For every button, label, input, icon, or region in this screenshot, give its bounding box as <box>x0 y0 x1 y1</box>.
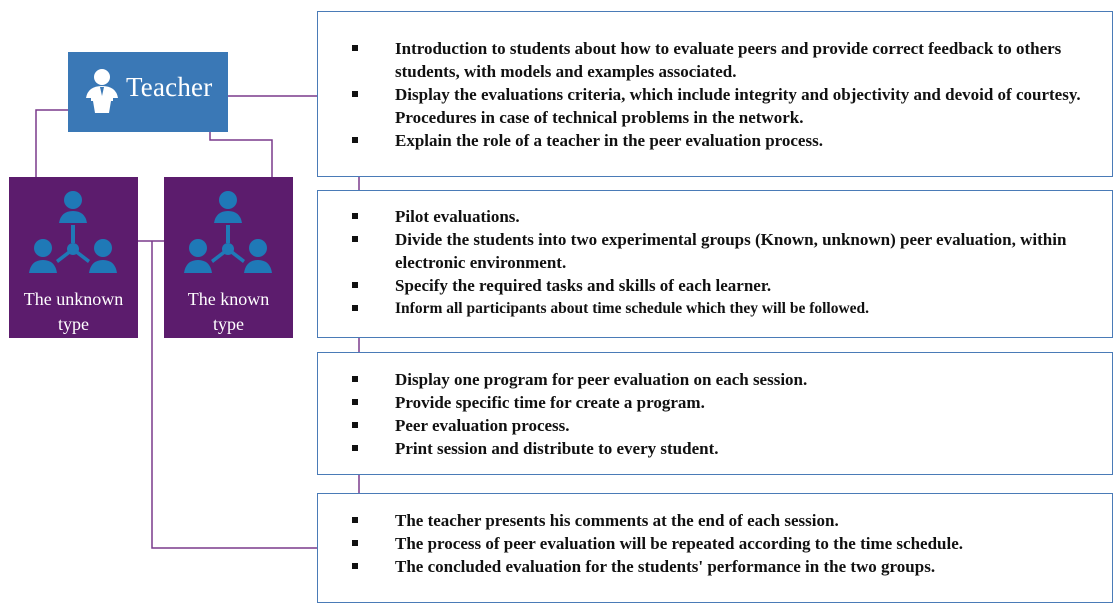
list-item: The teacher presents his comments at the… <box>318 509 1112 532</box>
student-group-icon <box>184 191 272 273</box>
bullet-icon <box>352 91 358 97</box>
bullet-icon <box>352 236 358 242</box>
bullet-icon <box>352 45 358 51</box>
step-box-introduction: Introduction to students about how to ev… <box>317 11 1113 177</box>
list-item: Pilot evaluations. <box>318 205 1112 228</box>
bullet-icon <box>352 137 358 143</box>
teacher-node: Teacher <box>68 52 228 132</box>
bullet-icon <box>352 445 358 451</box>
list-item: Introduction to students about how to ev… <box>318 37 1112 83</box>
student-group-icon <box>29 191 117 273</box>
bullet-icon <box>352 422 358 428</box>
list-item: The process of peer evaluation will be r… <box>318 532 1112 555</box>
list-item: Specify the required tasks and skills of… <box>318 274 1112 297</box>
bullet-icon <box>352 540 358 546</box>
bullet-icon <box>352 376 358 382</box>
known-type-label: The known type <box>187 289 270 334</box>
unknown-type-group-node: The unknown type <box>9 177 138 338</box>
list-item: Display one program for peer evaluation … <box>318 368 1112 391</box>
unknown-type-label: The unknown type <box>23 289 124 334</box>
list-item: Inform all participants about time sched… <box>318 297 1112 320</box>
list-item: Peer evaluation process. <box>318 414 1112 437</box>
step-box-sessions: Display one program for peer evaluation … <box>317 352 1113 475</box>
step-box-conclusion: The teacher presents his comments at the… <box>317 493 1113 603</box>
known-type-group-node: The known type <box>164 177 293 338</box>
bullet-icon <box>352 305 358 311</box>
bullet-icon <box>352 213 358 219</box>
list-item: The concluded evaluation for the student… <box>318 555 1112 578</box>
bullet-icon <box>352 399 358 405</box>
bullet-icon <box>352 517 358 523</box>
list-item: Divide the students into two experimenta… <box>318 228 1112 274</box>
list-item: Display the evaluations criteria, which … <box>318 83 1112 129</box>
teacher-at-podium-icon <box>86 69 118 113</box>
list-item: Print session and distribute to every st… <box>318 437 1112 460</box>
bullet-icon <box>352 282 358 288</box>
list-item: Explain the role of a teacher in the pee… <box>318 129 1112 152</box>
list-item: Provide specific time for create a progr… <box>318 391 1112 414</box>
step-box-preparation: Pilot evaluations. Divide the students i… <box>317 190 1113 338</box>
teacher-label: Teacher <box>126 72 213 102</box>
bullet-icon <box>352 563 358 569</box>
